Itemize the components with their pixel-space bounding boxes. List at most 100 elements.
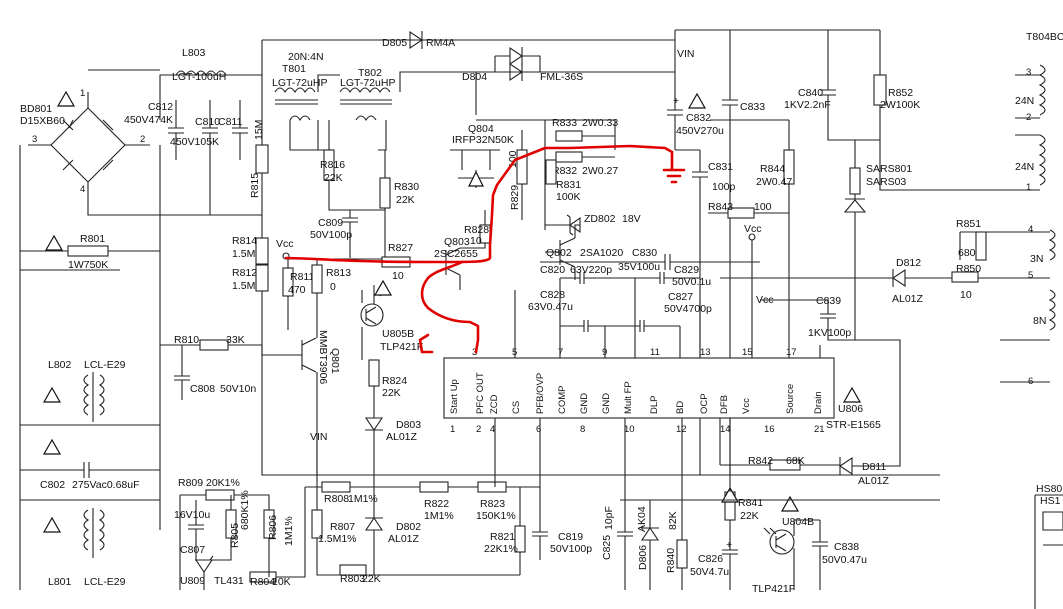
c829-value: 50V0.1u	[672, 276, 711, 288]
c807-label: C807	[180, 544, 205, 556]
c820-label: C820	[540, 264, 565, 276]
c838-value: 50V0.47u	[822, 554, 867, 566]
d812-label: D812	[896, 257, 921, 269]
resistor-r824: R824 22K	[368, 359, 407, 399]
c810-label: C810	[195, 116, 220, 128]
winding-24n-b: 24N	[1015, 161, 1034, 173]
ic-pin-number: 7	[558, 347, 563, 358]
t804-label: T804BC	[1026, 31, 1063, 43]
c840-label: C840	[798, 87, 823, 99]
warning-icon	[373, 279, 393, 296]
r814-label: R814	[232, 235, 257, 247]
r844-label: R844	[760, 163, 785, 175]
vcc-label-2: Vcc	[744, 223, 762, 235]
warning-icon	[44, 234, 64, 251]
q803-label: Q803	[444, 236, 470, 248]
l803-label: L803	[182, 47, 206, 59]
r815-value: 15M	[253, 120, 265, 140]
capacitor-c807: 16V10u C807	[174, 500, 210, 556]
transformer-t804: T804BC 24N 24N 3N 8N 3 2 1 4 5 6	[960, 31, 1063, 387]
r831-label: R831	[556, 179, 581, 191]
capacitor-c833: C833	[722, 30, 765, 475]
c826-value: 50V4.7u	[690, 566, 729, 578]
c819-value: 50V100p	[550, 543, 592, 555]
capacitor-c809: C809 50V100p	[310, 210, 358, 258]
ic-pin-name: ZCD	[489, 394, 500, 414]
r827-label: R827	[388, 242, 413, 254]
resistor-r822: R822 1M1%	[419, 481, 454, 522]
r830-value: 22K	[396, 194, 415, 206]
capacitor-c820: C820 63V220p	[540, 264, 620, 284]
u805b-label: U805B	[382, 328, 414, 340]
ic-pin-name: Source	[785, 384, 796, 414]
resistor-r801: R801 1W750K	[44, 233, 109, 271]
capacitor-c838: C838 50V0.47u	[812, 520, 867, 590]
warning-icon	[842, 386, 862, 403]
heatsink-hs80: HS80 HS1	[1034, 483, 1063, 609]
l801-label: L801	[48, 576, 72, 588]
hs1-label: HS1	[1040, 495, 1061, 507]
r840-label: R840	[665, 548, 677, 573]
d805-label: D805	[382, 37, 407, 49]
resistor-r830: R830 22K	[379, 177, 419, 209]
resistor-r805: R805 680K1%	[225, 490, 251, 548]
c812-value: 450V474K	[124, 114, 173, 126]
ic-pin-name: BD	[675, 401, 686, 414]
r843-value: 100	[754, 201, 772, 213]
t804-pin: 4	[1028, 224, 1033, 235]
r843-label: R843	[708, 201, 733, 213]
warning-icon	[780, 495, 800, 512]
ic-pin-name: DFB	[719, 395, 730, 414]
c839-value: 1KV100p	[808, 327, 851, 339]
warning-icon	[42, 386, 62, 403]
r806-label: R806	[267, 515, 279, 540]
c808-label: C808	[190, 383, 215, 395]
resistor-r815: 15M R815	[249, 120, 269, 198]
resistor-r810: R810 33K	[174, 334, 245, 351]
annotation-trace-loop-b	[418, 333, 434, 354]
ic-pin-number: 15	[742, 347, 753, 358]
r822-value: 1M1%	[424, 510, 454, 522]
svg-text:1: 1	[80, 88, 85, 99]
r810-label: R810	[174, 334, 199, 346]
r809-label: R809	[178, 477, 203, 489]
r842-value: 68K	[786, 455, 805, 467]
diode-d806: D806 AK04	[636, 506, 660, 570]
r829-value: 100	[507, 150, 519, 168]
t801-ratio: 20N:4N	[288, 51, 324, 63]
d806-value: AK04	[636, 506, 648, 532]
c828-label: C828	[540, 289, 565, 301]
diode-d811: D811 AL01Z	[839, 456, 890, 487]
warning-icon	[720, 486, 740, 503]
c812-label: C812	[148, 101, 173, 113]
resistor-r813: R813 0	[311, 264, 351, 294]
winding-24n-a: 24N	[1015, 95, 1034, 107]
choke-l801: L801 LCL-E29	[42, 508, 126, 588]
r850-label: R850	[956, 263, 981, 275]
q801-type: MMBT3906	[317, 330, 329, 384]
choke-l802: L802 LCL-E29	[42, 359, 126, 422]
resistor-r816: R816 22K	[320, 149, 345, 184]
ic-pin-number: 21	[814, 424, 825, 435]
t804-pin: 2	[1026, 112, 1031, 123]
r824-label: R824	[382, 375, 407, 387]
winding-3n: 3N	[1030, 253, 1043, 265]
q804-label: Q804	[468, 123, 494, 135]
ic-pin-name: DLP	[649, 396, 660, 414]
ic-pin-name: Vcc	[741, 398, 752, 414]
u805b-value: TLP421F	[380, 341, 423, 353]
u804b-label: U804B	[782, 516, 814, 528]
r808-label: R808	[324, 493, 349, 505]
surge-absorber-sars801: SARS801 SARS03	[843, 163, 912, 213]
ic-pin-name: GND	[601, 393, 612, 414]
c840-value: 1KV2.2nF	[784, 99, 831, 111]
r814-value: 1.5M	[232, 248, 255, 260]
ic-pin-name: Start Up	[449, 379, 460, 414]
r828-value: 10	[470, 235, 482, 247]
u804b-value: TLP421F	[752, 583, 795, 595]
optocoupler-u805b: U805B TLP421F	[360, 279, 423, 353]
d803-label: D803	[396, 419, 421, 431]
c825-value: 10pF	[603, 506, 615, 530]
r804-value: 10K	[272, 576, 291, 588]
hs80-label: HS80	[1036, 483, 1062, 495]
